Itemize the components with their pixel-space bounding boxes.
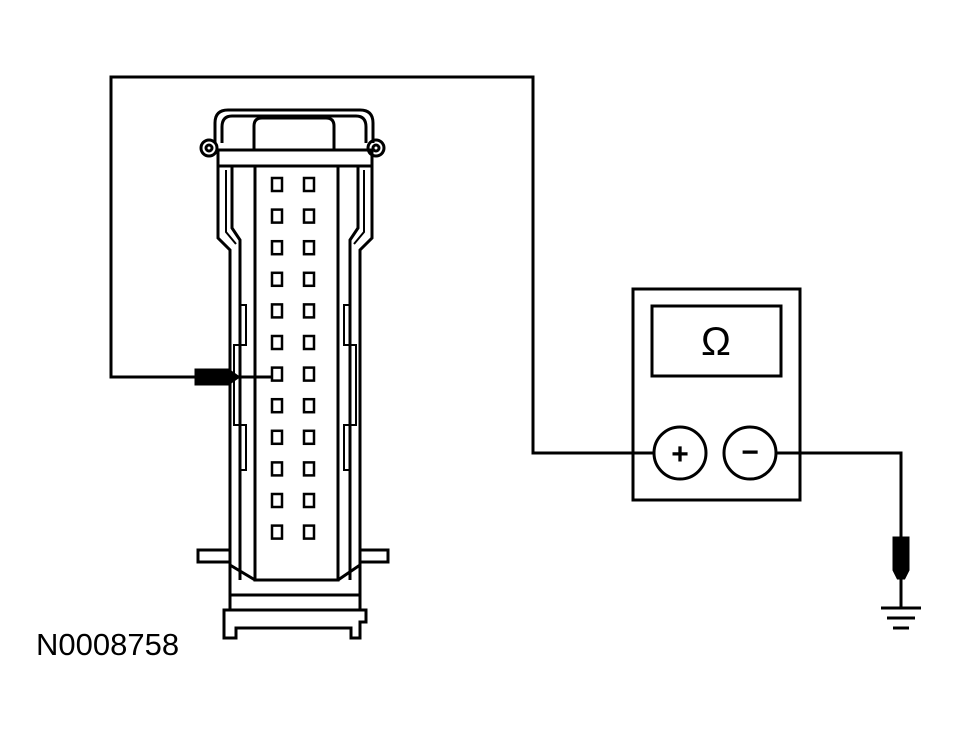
connector-collar (216, 148, 374, 168)
connector (196, 108, 390, 640)
side-tab-left (196, 548, 230, 564)
pin-cavity (270, 429, 284, 446)
mounting-ear-left (199, 138, 219, 158)
pin-cavity (302, 366, 316, 382)
pin-cavity (270, 208, 284, 224)
pin-cavity (270, 176, 284, 193)
pin-cavity (302, 271, 316, 288)
connector-hood (213, 108, 375, 143)
connector-foot (222, 608, 368, 640)
ohmmeter: Ω + − (631, 287, 802, 502)
connector-taper-lines (225, 170, 365, 245)
pin-cavity (302, 239, 316, 256)
pin-cavity (302, 492, 316, 509)
positive-lead-wire (109, 75, 655, 455)
pin-cavity (270, 334, 284, 351)
pin-cavity (270, 366, 284, 382)
pin-cavity (270, 271, 284, 288)
pin-cavity (270, 524, 284, 540)
pin-cavity (302, 303, 316, 319)
mounting-ear-left-hole (204, 143, 214, 153)
meter-case (631, 287, 802, 502)
meter-positive-label: + (671, 438, 689, 471)
mounting-ear-right (366, 138, 386, 158)
pin-cavity (302, 461, 316, 477)
figure-id-label: N0008758 (36, 627, 179, 662)
pin-cavity (302, 397, 316, 414)
test-lead-negative (776, 451, 910, 607)
connector-outer-body (216, 166, 374, 610)
connector-inner-body (230, 166, 360, 580)
test-lead-positive (109, 75, 655, 455)
pin-cavity (302, 208, 316, 224)
negative-lead-wire (776, 451, 903, 538)
meter-display-symbol: Ω (701, 320, 731, 364)
connector-base (229, 563, 361, 597)
meter-display (650, 304, 783, 378)
side-rib-right (343, 304, 357, 471)
ground-probe (892, 536, 910, 580)
ground-symbol (881, 606, 921, 630)
side-rib-left (233, 304, 247, 471)
pin-cavity (302, 176, 316, 193)
pin-cavity (270, 303, 284, 319)
pin-cavity-probed (270, 397, 284, 414)
pin-cavity (302, 334, 316, 351)
pin-field-outline (253, 166, 340, 582)
pin-cavity (302, 429, 316, 446)
mounting-ear-right-hole (371, 143, 381, 153)
connector-latch (252, 116, 336, 150)
meter-positive-terminal (652, 425, 708, 481)
pin-cavity (270, 239, 284, 256)
pin-cavity (270, 461, 284, 477)
back-probe-tip (194, 368, 241, 386)
pin-cavity (270, 492, 284, 509)
connector-hood-inner (220, 114, 368, 143)
meter-negative-label: − (741, 436, 759, 469)
side-tab-right (360, 548, 390, 564)
pin-cavity (302, 524, 316, 540)
pin-cavities (270, 176, 316, 540)
